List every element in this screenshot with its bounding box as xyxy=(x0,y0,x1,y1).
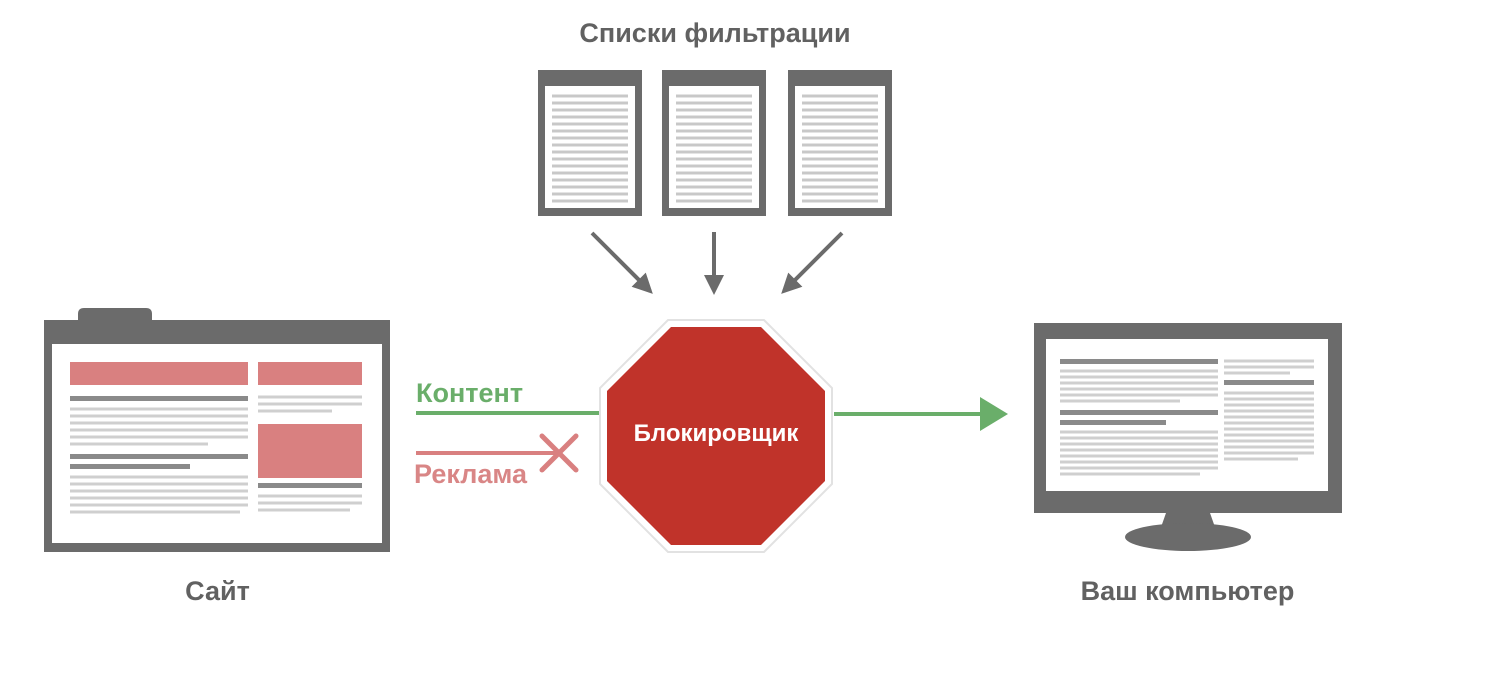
output-arrowhead xyxy=(980,397,1008,431)
filter-list-1-icon xyxy=(538,70,642,216)
blocker-label: Блокировщик xyxy=(633,420,799,447)
arrow-filter-1 xyxy=(590,231,653,294)
website-icon xyxy=(44,308,390,552)
computer-label: Ваш компьютер xyxy=(1080,576,1295,606)
blocked-cross-icon xyxy=(539,433,579,473)
filter-lists-label: Списки фильтрации xyxy=(579,18,851,48)
arrow-filter-3 xyxy=(781,231,844,294)
filter-list-2-icon xyxy=(662,70,766,216)
blocker-stop-sign xyxy=(599,319,833,553)
ad-label: Реклама xyxy=(414,459,527,489)
computer-monitor-icon xyxy=(1034,323,1342,551)
filter-list-3-icon xyxy=(788,70,892,216)
site-label: Сайт xyxy=(185,576,250,606)
content-label: Контент xyxy=(416,378,524,408)
